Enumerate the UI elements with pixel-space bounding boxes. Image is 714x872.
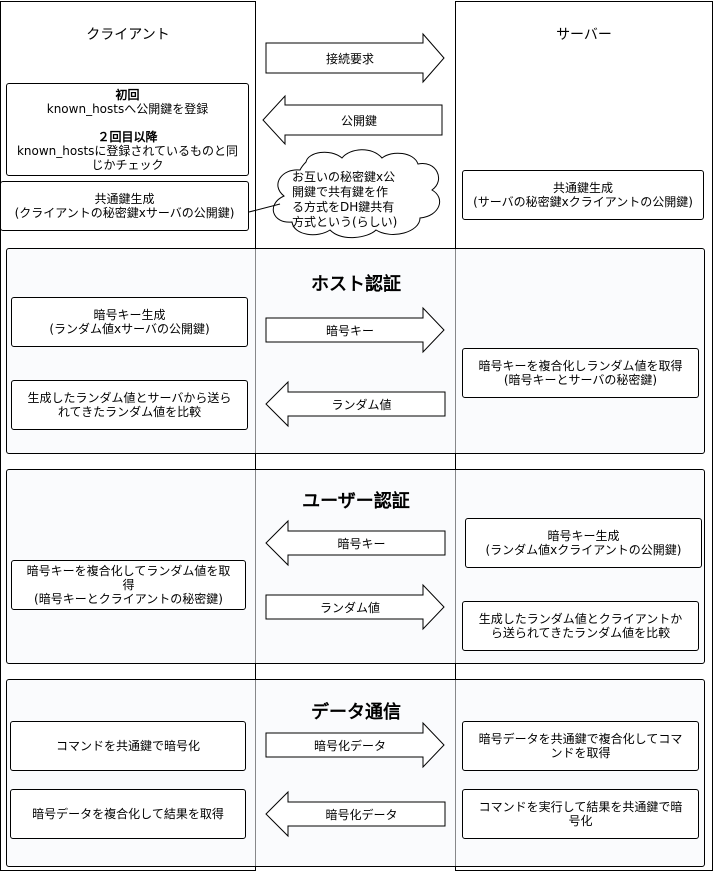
arrow-data-right-label: 暗号化データ: [313, 738, 386, 753]
server-shared-key-line1: 共通鍵生成: [552, 181, 613, 195]
arrow-user-random-right: [265, 583, 445, 631]
data-server-decrypt-line1: 暗号データを共通鍵で複合化してコマ: [478, 732, 683, 746]
user-server-compare-line2: ら送られてきたランダム値を比較: [490, 626, 671, 640]
host-auth-title: ホスト認証: [311, 274, 401, 295]
arrow-host-key-right: [265, 306, 445, 354]
cloud-note-line: 方式という(らしい): [292, 215, 398, 229]
later-text-1: known_hostsに登録されているものと同: [16, 143, 239, 158]
arrow-user-key-label: 暗号キー: [337, 536, 386, 551]
host-client-compare-line2: れてきたランダム値を比較: [57, 405, 202, 419]
arrow-host-key-label: 暗号キー: [325, 323, 374, 338]
arrow-host-random-left: [265, 380, 446, 428]
data-server-execute-box: コマンドを実行して結果を共通鍵で暗 号化: [462, 789, 699, 839]
user-server-keygen-line1: 暗号キー生成: [547, 529, 620, 543]
user-client-decrypt-box: 暗号キーを複合化してランダム値を取 得 (暗号キーとクライアントの秘密鍵): [11, 560, 246, 610]
host-client-keygen-line1: 暗号キー生成: [93, 308, 166, 322]
host-server-decrypt-box: 暗号キーを複合化しランダム値を取得 (暗号キーとサーバの秘密鍵): [462, 348, 699, 398]
data-comm-title: データ通信: [311, 702, 401, 723]
cloud-note: お互いの秘密鍵x公 開鍵で共有鍵を作 る方式をDH鍵共有 方式という(らしい): [292, 170, 422, 230]
first-text: known_hostsへ公開鍵を登録: [46, 101, 209, 116]
host-client-compare-line1: 生成したランダム値とサーバから送ら: [27, 391, 232, 405]
arrow-connect-label: 接続要求: [325, 51, 374, 66]
data-server-decrypt-line2: ンドを取得: [550, 746, 611, 760]
server-shared-key-box: 共通鍵生成 (サーバの秘密鍵xクライアントの公開鍵): [462, 170, 704, 220]
host-client-compare-box: 生成したランダム値とサーバから送ら れてきたランダム値を比較: [11, 380, 248, 430]
data-server-decrypt-box: 暗号データを共通鍵で複合化してコマ ンドを取得: [462, 721, 699, 771]
data-client-encrypt-text: コマンドを共通鍵で暗号化: [55, 739, 200, 753]
host-server-decrypt-line1: 暗号キーを複合化しランダム値を取得: [478, 359, 683, 373]
data-client-encrypt-box: コマンドを共通鍵で暗号化: [10, 721, 246, 771]
user-client-decrypt-line2: 得: [122, 578, 135, 592]
data-server-execute-line1: コマンドを実行して結果を共通鍵で暗: [478, 800, 683, 814]
host-client-keygen-line2: (ランダム値xサーバの公開鍵): [49, 322, 210, 336]
user-server-keygen-line2: (ランダム値xクライアントの公開鍵): [485, 543, 682, 557]
cloud-note-line: お互いの秘密鍵x公: [292, 170, 396, 184]
arrow-data-left-label: 暗号化データ: [325, 807, 398, 822]
data-client-decrypt-text: 暗号データを複合化して結果を取得: [32, 807, 224, 821]
user-server-compare-line1: 生成したランダム値とクライアントか: [478, 612, 683, 626]
arrow-pubkey-label: 公開鍵: [340, 113, 377, 128]
arrow-user-key-left: [265, 519, 446, 567]
cloud-connector: [248, 203, 281, 213]
client-shared-key-box: 共通鍵生成 (クライアントの秘密鍵xサーバの公開鍵): [0, 181, 249, 231]
data-server-execute-line2: 号化: [568, 814, 593, 828]
host-client-keygen-box: 暗号キー生成 (ランダム値xサーバの公開鍵): [11, 297, 248, 347]
client-lane-title: クライアント: [86, 27, 170, 43]
user-server-keygen-box: 暗号キー生成 (ランダム値xクライアントの公開鍵): [465, 518, 702, 568]
arrow-data-right: [265, 721, 445, 769]
arrow-user-random-label: ランダム値: [319, 600, 380, 615]
user-client-decrypt-line3: (暗号キーとクライアントの秘密鍵): [34, 592, 223, 606]
arrow-connect-right: [265, 32, 445, 84]
first-title: 初回: [115, 87, 140, 102]
arrow-pubkey-left: [262, 94, 443, 146]
host-server-decrypt-line2: (暗号キーとサーバの秘密鍵): [503, 373, 658, 387]
later-title: ２回目以降: [97, 129, 158, 144]
later-text-2: じかチェック: [91, 157, 164, 172]
cloud-note-line: 開鍵で共有鍵を作: [292, 185, 389, 199]
user-auth-title: ユーザー認証: [302, 491, 410, 512]
arrow-data-left: [265, 790, 446, 838]
user-client-decrypt-line1: 暗号キーを複合化してランダム値を取: [26, 564, 231, 578]
arrow-host-random-label: ランダム値: [331, 397, 392, 412]
client-shared-key-line1: 共通鍵生成: [94, 192, 155, 206]
client-shared-key-line2: (クライアントの秘密鍵xサーバの公開鍵): [14, 206, 235, 220]
known-hosts-box: 初回 known_hostsへ公開鍵を登録 ２回目以降 known_hostsに…: [6, 83, 249, 176]
server-shared-key-line2: (サーバの秘密鍵xクライアントの公開鍵): [473, 195, 693, 209]
cloud-note-line: る方式をDH鍵共有: [292, 200, 395, 214]
server-lane-title: サーバー: [556, 27, 612, 43]
user-server-compare-box: 生成したランダム値とクライアントか ら送られてきたランダム値を比較: [462, 601, 699, 651]
cloud-shape: [272, 149, 441, 238]
data-client-decrypt-box: 暗号データを複合化して結果を取得: [10, 789, 246, 839]
